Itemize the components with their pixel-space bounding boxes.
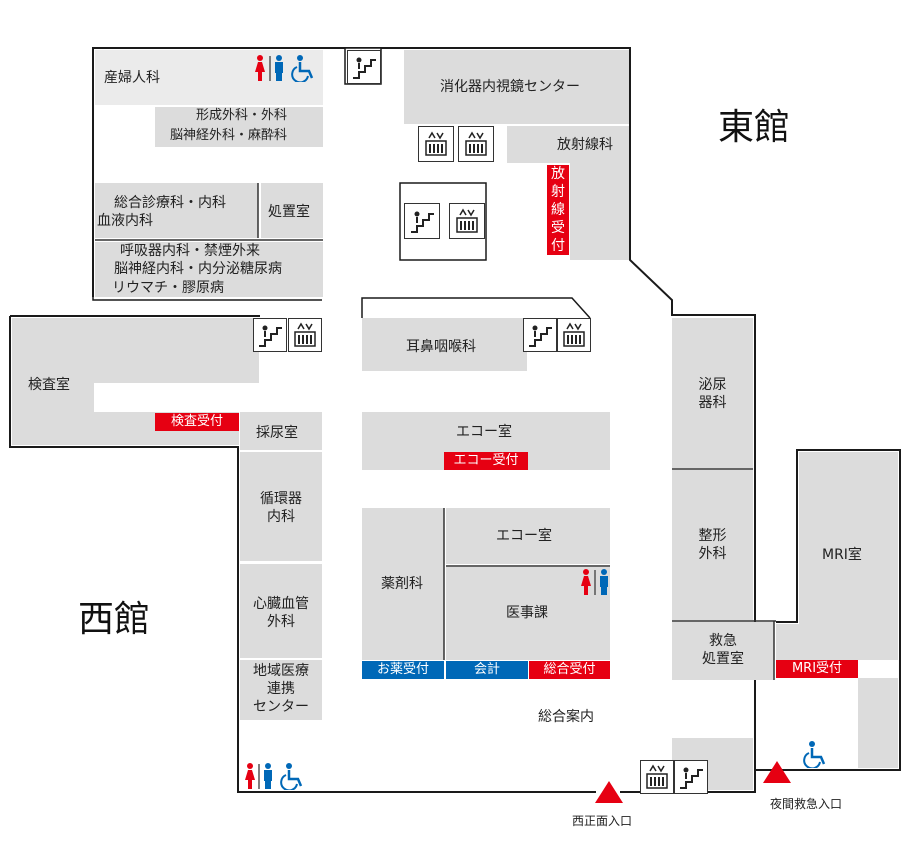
room-radiology — [507, 126, 629, 163]
label-cardiovascular-line1: 心臓血管 — [253, 596, 309, 612]
radiology-reception-char-2: 射 — [547, 183, 569, 201]
room-general-internal — [95, 183, 258, 238]
label-orthopedics: 整形 外科 — [672, 527, 753, 563]
stairs-icon — [523, 318, 557, 352]
label-emergency-line2: 処置室 — [702, 651, 744, 668]
label-cardiology-line2: 内科 — [267, 509, 295, 526]
room-emergency — [672, 622, 774, 680]
stairs-icon — [253, 318, 287, 352]
label-emergency: 救急 処置室 — [672, 632, 774, 668]
stairs-icon — [404, 203, 440, 239]
room-plastic-surgery — [155, 107, 323, 147]
room-cardiology — [240, 452, 322, 562]
restroom-icon — [252, 54, 288, 82]
restroom-icon — [578, 568, 612, 596]
entrance-triangle-icon — [763, 761, 791, 783]
label-exam-room: 検査室 — [28, 377, 70, 393]
label-neurosurgery-anesthesia: 脳神経外科・麻酔科 — [170, 128, 288, 143]
night-emergency-entrance-label: 夜間救急入口 — [770, 797, 843, 811]
label-plastic-surgery: 形成外科・外科 — [196, 108, 288, 123]
west-main-entrance-label: 西正面入口 — [572, 814, 633, 828]
label-endoscopy-center: 消化器内視鏡センター — [440, 79, 580, 95]
label-emergency-line1: 救急 — [709, 633, 737, 649]
exam-reception: 検査受付 — [155, 413, 239, 431]
room-treatment — [261, 183, 323, 238]
label-cardiology: 循環器 内科 — [240, 490, 322, 526]
label-respiratory: 呼吸器内科・禁煙外来 — [120, 243, 260, 259]
label-radiology: 放射線科 — [557, 137, 613, 153]
medicine-reception: お薬受付 — [362, 661, 444, 679]
room-echo-2 — [446, 508, 610, 564]
room-endoscopy — [404, 50, 629, 124]
payment-counter: 会計 — [446, 661, 528, 679]
elevator-icon — [557, 318, 591, 352]
restroom-icon — [242, 762, 276, 790]
label-ent: 耳鼻咽喉科 — [406, 339, 476, 355]
accessible-restroom-icon — [803, 740, 829, 768]
room-obgyn — [95, 50, 323, 105]
label-regional-line3: センター — [253, 699, 309, 716]
label-orthopedics-line2: 外科 — [698, 546, 727, 563]
elevator-icon — [288, 318, 322, 352]
stairs-icon — [674, 760, 708, 794]
room-pharmacy — [362, 508, 444, 660]
label-urine-collection: 採尿室 — [256, 425, 298, 441]
label-mri: MRI室 — [822, 547, 862, 563]
room-mri-corridor — [858, 678, 898, 768]
room-mri-lower — [776, 624, 898, 660]
mri-reception: MRI受付 — [776, 660, 858, 678]
label-regional-center: 地域医療 連携 センター — [240, 662, 322, 717]
radiology-reception-char-1: 放 — [547, 165, 569, 183]
elevator-icon — [458, 126, 494, 162]
room-urine — [240, 412, 322, 450]
room-cardiovascular-surgery — [240, 564, 322, 658]
radiology-reception: 放 射 線 受 付 — [547, 165, 569, 255]
label-hematology: 血液内科 — [97, 213, 153, 229]
label-cardiology-line1: 循環器 — [260, 491, 302, 507]
label-general-info: 総合案内 — [538, 709, 594, 725]
room-urology — [672, 318, 753, 468]
label-regional-line1: 地域医療 — [253, 663, 309, 679]
label-general-internal: 総合診療科・内科 — [114, 195, 226, 211]
entrance-triangle-icon — [595, 781, 623, 803]
elevator-icon — [640, 760, 674, 794]
east-building-label: 東館 — [718, 107, 791, 148]
stairs-icon — [347, 50, 381, 84]
radiology-reception-char-4: 受 — [547, 219, 569, 237]
label-pharmacy: 薬剤科 — [381, 576, 423, 592]
elevator-icon — [418, 126, 454, 162]
room-exam — [12, 318, 259, 383]
accessible-restroom-icon — [280, 762, 306, 790]
label-orthopedics-line1: 整形 — [698, 528, 727, 544]
label-cardiovascular-surgery: 心臓血管 外科 — [240, 595, 322, 631]
label-treatment-room: 処置室 — [268, 204, 310, 220]
label-regional-line2: 連携 — [267, 681, 295, 698]
accessible-restroom-icon — [291, 54, 317, 82]
echo-reception: エコー受付 — [444, 452, 528, 470]
room-respiratory — [95, 242, 323, 297]
room-mri — [799, 452, 898, 624]
label-medical-affairs: 医事課 — [506, 605, 548, 621]
label-rheumatology: リウマチ・膠原病 — [112, 280, 224, 296]
radiology-reception-char-5: 付 — [547, 237, 569, 255]
label-urology-line2: 器科 — [698, 395, 727, 412]
room-exam-lower — [12, 383, 94, 445]
label-cardiovascular-line2: 外科 — [267, 614, 295, 631]
label-urology-line1: 泌尿 — [698, 377, 727, 393]
room-regional-center — [240, 660, 322, 720]
room-orthopedics — [672, 470, 753, 620]
elevator-icon — [449, 203, 485, 239]
room-ent — [362, 318, 527, 371]
label-neurology-endocrine: 脳神経内科・内分泌糖尿病 — [114, 261, 282, 277]
general-reception: 総合受付 — [529, 661, 610, 679]
label-echo-room-1: エコー室 — [456, 424, 512, 440]
west-building-label: 西館 — [78, 599, 151, 640]
radiology-reception-char-3: 線 — [547, 201, 569, 219]
room-radiology-corridor — [570, 163, 629, 260]
label-obgyn: 産婦人科 — [104, 70, 160, 86]
label-urology: 泌尿 器科 — [672, 376, 753, 412]
label-echo-room-2: エコー室 — [496, 528, 552, 544]
